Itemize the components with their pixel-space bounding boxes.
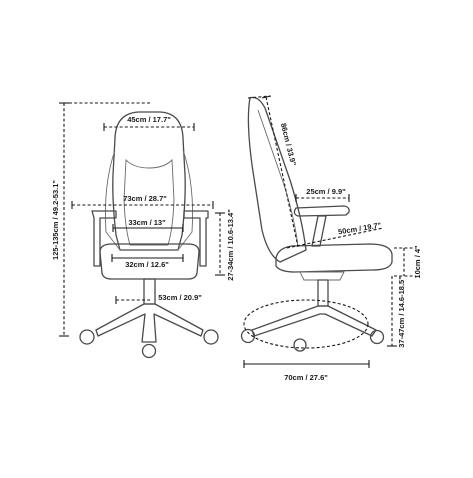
front-caster-left [79, 329, 95, 345]
dim-armrest-length: 25cm / 9.9" [295, 187, 350, 202]
front-star-base [95, 303, 204, 343]
label-armrest-height: 27-34cm / 10.6-13.4" [226, 209, 235, 281]
label-back-height: 86cm / 33.9" [279, 122, 298, 167]
side-view-chair [240, 96, 393, 352]
side-caster-right [369, 329, 385, 345]
side-caster-center [293, 338, 307, 352]
front-backrest-panel [123, 158, 175, 246]
label-arm-span: 73cm / 28.7" [123, 194, 167, 203]
side-star-base [251, 305, 377, 337]
dim-back-height: 86cm / 33.9" [247, 95, 299, 248]
front-caster-center [141, 343, 157, 359]
front-seat [99, 243, 200, 280]
label-seat-height-cm: 37-47cm / 14.6-18.5" [397, 276, 406, 348]
dim-cushion-thickness: 10cm / 4" [394, 245, 422, 279]
front-view-chair [79, 111, 219, 359]
front-left-bolster [104, 149, 121, 251]
side-backrest-inner [257, 109, 299, 247]
label-seat-back-width: 33cm / 13" [128, 218, 166, 227]
front-right-armrest [183, 210, 209, 267]
label-base-diameter: 53cm / 20.9" [158, 293, 202, 302]
dim-seat-width: 32cm / 12.6" [111, 254, 184, 269]
label-base-spread: 70cm / 27.6" [284, 373, 328, 382]
dim-total-height: 125-135cm / 49.2-53.1" [51, 102, 150, 337]
dim-arm-span: 73cm / 28.7" [71, 194, 214, 209]
dim-seat-height: 37-47cm / 14.6-18.5" [387, 276, 406, 348]
label-seat-width: 32cm / 12.6" [125, 260, 169, 269]
side-seat [275, 243, 393, 273]
front-left-armrest [91, 210, 117, 267]
base-spread-ellipse [243, 299, 369, 349]
side-mechanism [299, 271, 345, 281]
side-caster-left [240, 328, 256, 344]
dim-seat-back-width: 33cm / 13" [112, 218, 184, 232]
front-backrest-outline [112, 111, 186, 251]
label-cushion-thickness: 10cm / 4" [413, 245, 422, 279]
front-caster-right [203, 329, 219, 345]
side-backrest-outline [247, 96, 307, 263]
dim-base-spread: 70cm / 27.6" [243, 360, 370, 382]
dim-armrest-height: 27-34cm / 10.6-13.4" [215, 209, 235, 281]
dim-base-diameter: 53cm / 20.9" [115, 293, 202, 304]
label-total-height: 125-135cm / 49.2-53.1" [51, 180, 60, 260]
side-armrest-post [311, 215, 327, 247]
side-armrest-pad [293, 205, 350, 217]
label-back-width: 45cm / 17.7" [127, 115, 171, 124]
side-gas-lift [317, 279, 329, 307]
label-seat-depth: 50cm / 19.7" [337, 221, 382, 237]
dim-back-width: 45cm / 17.7" [103, 115, 195, 131]
front-right-bolster [177, 149, 194, 251]
label-armrest-length: 25cm / 9.9" [306, 187, 346, 196]
